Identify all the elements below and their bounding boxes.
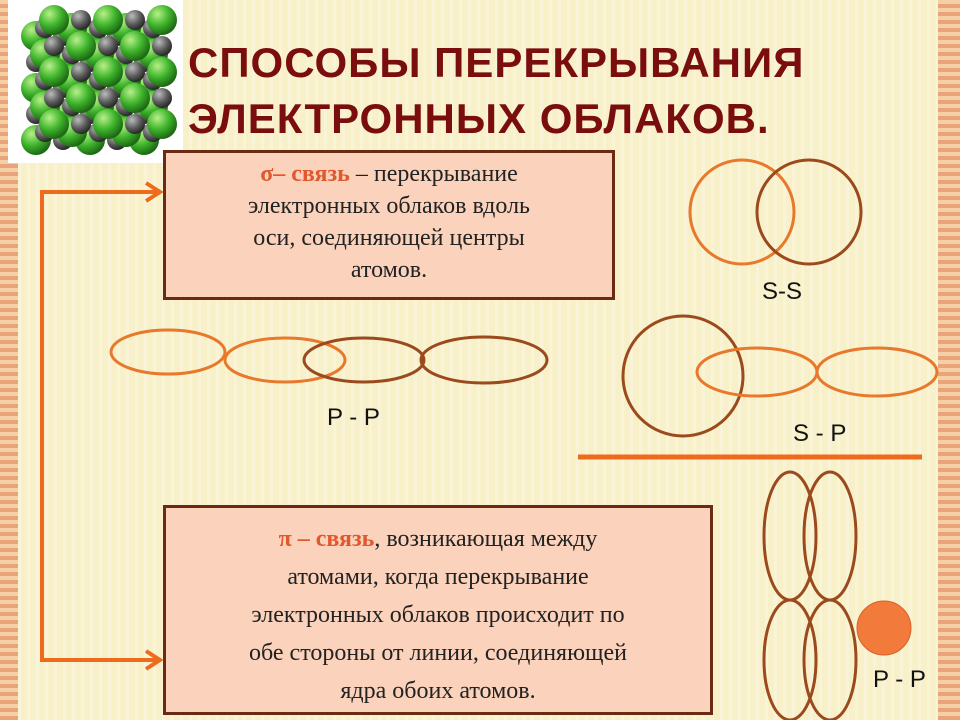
p-lobe-outer [815, 346, 939, 398]
crystal-atom-large [66, 83, 96, 113]
crystal-lattice-graphic [21, 5, 177, 155]
crystal-atom-small [71, 62, 91, 82]
label-p-p-pi: P - P [873, 666, 926, 693]
crystal-atom-large [93, 57, 123, 87]
p-lobe-inner [695, 346, 819, 398]
pi-line-2: атомами, когда перекрывание [287, 564, 589, 590]
title-line-1: СПОСОБЫ ПЕРЕКРЫВАНИЯ [188, 39, 805, 86]
p-lobe-1 [109, 328, 227, 376]
crystal-atom-small [98, 88, 118, 108]
p-lobe-4 [419, 335, 549, 385]
crystal-atom-small [152, 36, 172, 56]
crystal-atom-large [93, 109, 123, 139]
p-p-sigma-overlap-diagram [109, 328, 549, 385]
bond-type-arrows [40, 181, 164, 671]
label-p-p-sigma: P - P [327, 404, 380, 431]
p-vertical-lower-right [802, 598, 858, 720]
crystal-atom-large [147, 5, 177, 35]
pi-line-5: ядра обоих атомов. [340, 678, 536, 704]
sigma-line-2: электронных облаков вдоль [248, 193, 530, 219]
sigma-bond-definition: σ– связь – перекрывание электронных обла… [163, 150, 615, 300]
sigma-term: σ– связь [260, 161, 350, 187]
p-vertical-upper-right [802, 470, 858, 602]
crystal-atom-large [39, 57, 69, 87]
right-decorative-stripe [938, 0, 960, 720]
crystal-atom-small [44, 88, 64, 108]
pi-line-4: обе стороны от линии, соединяющей [249, 640, 627, 666]
p-lobe-3 [302, 336, 426, 384]
crystal-atom-large [147, 109, 177, 139]
s-orbital-left [688, 158, 796, 266]
crystal-atom-small [125, 114, 145, 134]
crystal-atom-small [98, 36, 118, 56]
crystal-atom-small [71, 10, 91, 30]
crystal-atom-large [39, 5, 69, 35]
s-orbital [621, 314, 745, 438]
p-p-pi-overlap-diagram [762, 470, 858, 720]
crystal-atom-small [152, 88, 172, 108]
nucleus-sphere [856, 600, 912, 656]
sigma-line-1: σ– связь – перекрывание [166, 158, 612, 190]
crystal-atom-small [125, 62, 145, 82]
p-lobe-2 [223, 336, 347, 384]
left-decorative-stripe [0, 0, 18, 720]
crystal-atom-large [120, 31, 150, 61]
crystal-atom-large [93, 5, 123, 35]
connector-line [40, 190, 158, 662]
s-p-overlap-diagram [621, 314, 939, 438]
p-vertical-upper-left [762, 470, 818, 602]
crystal-atom-large [39, 109, 69, 139]
label-s-p: S - P [793, 420, 847, 447]
arrow-head-sigma [144, 181, 164, 203]
slide-title: СПОСОБЫ ПЕРЕКРЫВАНИЯ ЭЛЕКТРОННЫХ ОБЛАКОВ… [188, 35, 888, 147]
sigma-line-3: оси, соединяющей центры [253, 225, 525, 251]
crystal-atom-large [66, 31, 96, 61]
crystal-atom-small [71, 114, 91, 134]
crystal-atom-small [44, 36, 64, 56]
s-orbital-right [755, 158, 863, 266]
pi-line-3: электронных облаков происходит по [251, 602, 625, 628]
crystal-atom-large [120, 83, 150, 113]
p-vertical-lower-left [762, 598, 818, 720]
crystal-lattice-image [8, 0, 183, 163]
sigma-line-1-rest: – перекрывание [349, 161, 518, 187]
pi-bond-definition: π – связь, возникающая между атомами, ко… [163, 505, 713, 715]
pi-line-1: π – связь, возникающая между [166, 520, 710, 558]
sigma-line-4: атомов. [350, 257, 428, 283]
s-s-overlap-diagram [688, 158, 863, 266]
crystal-atom-small [125, 10, 145, 30]
label-s-s: S-S [762, 278, 803, 305]
arrow-head-pi [144, 649, 164, 671]
pi-line-1-rest: , возникающая между [374, 526, 598, 552]
crystal-atom-large [147, 57, 177, 87]
title-line-2: ЭЛЕКТРОННЫХ ОБЛАКОВ. [188, 95, 770, 142]
pi-term: π – связь [278, 526, 375, 552]
